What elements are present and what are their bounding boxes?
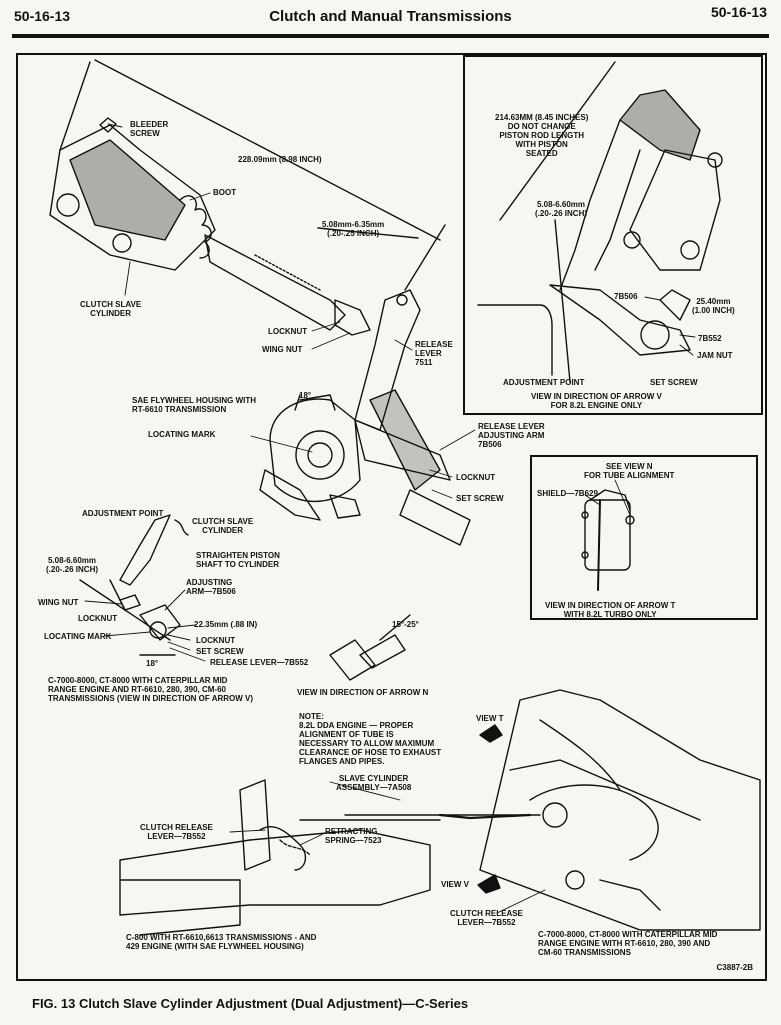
inset-view-v-drawing xyxy=(477,61,723,383)
inset-view-v-frame xyxy=(463,55,763,415)
label-straighten-piston: STRAIGHTEN PISTON SHAFT TO CYLINDER xyxy=(196,551,280,569)
release-lever-drawing xyxy=(259,289,471,546)
label-mid-set-screw: SET SCREW xyxy=(196,647,244,656)
label-part-7b506: 7B506 xyxy=(614,292,638,301)
header-rule xyxy=(12,34,769,38)
arrow-t-icon xyxy=(479,724,503,743)
view-n-drawing xyxy=(329,614,411,681)
label-jam-nut: JAM NUT xyxy=(697,351,733,360)
label-dimension-228: 228.09mm (8.98 INCH) xyxy=(238,155,322,164)
label-release-lever: RELEASE LEVER 7511 xyxy=(415,340,453,367)
label-set-screw: SET SCREW xyxy=(456,494,504,503)
label-adjusting-arm: RELEASE LEVER ADJUSTING ARM 7B506 xyxy=(478,422,545,449)
figure-code: C3887-2B xyxy=(716,963,753,972)
dimension-lines-main xyxy=(59,59,446,291)
label-clutch-slave-cylinder: CLUTCH SLAVE CYLINDER xyxy=(80,300,142,318)
label-mid-locknut-2: LOCKNUT xyxy=(196,636,236,645)
label-bleeder-screw: BLEEDER SCREW xyxy=(130,120,169,138)
bottom-right-caption: C-7000-8000, CT-8000 WITH CATERPILLAR MI… xyxy=(538,930,718,957)
label-inset-set-screw: SET SCREW xyxy=(650,378,698,387)
inset-view-t-drawing xyxy=(581,489,635,591)
label-locknut-2: LOCKNUT xyxy=(456,473,496,482)
inset-view-v-caption: VIEW IN DIRECTION OF ARROW V FOR 8.2L EN… xyxy=(531,392,662,410)
label-inset-dimension-508: 5.08-6.60mm (.20-.26 INCH) xyxy=(535,200,588,218)
middle-left-caption: C-7000-8000, CT-8000 WITH CATERPILLAR MI… xyxy=(48,676,254,703)
label-dimension-214: 214.63mm (8.45 INCHES) DO NOT CHANGE PIS… xyxy=(495,113,589,158)
label-shield: SHIELD—7B629 xyxy=(537,489,598,498)
inset-view-t-frame xyxy=(530,455,758,620)
arrow-v-icon xyxy=(477,874,501,894)
label-clutch-release-lever: CLUTCH RELEASE LEVER—7B552 xyxy=(140,823,213,841)
label-mid-adjusting-arm: ADJUSTING ARM—7B506 xyxy=(186,578,236,596)
label-mid-wing-nut: WING NUT xyxy=(38,598,79,607)
page-number-left: 50-16-13 xyxy=(14,8,71,24)
label-flywheel-housing: SAE FLYWHEEL HOUSING WITH RT-6610 TRANSM… xyxy=(132,396,257,414)
figure-caption: FIG. 13 Clutch Slave Cylinder Adjustment… xyxy=(32,996,469,1011)
middle-left-drawing xyxy=(79,514,189,656)
label-mid-angle-18: 18° xyxy=(146,659,159,668)
label-dimension-2540: 25.40mm (1.00 INCH) xyxy=(692,297,735,315)
label-view-v: VIEW V xyxy=(441,880,470,889)
label-slave-cylinder-assembly: SLAVE CYLINDER ASSEMBLY—7A508 xyxy=(336,774,412,792)
label-mid-clutch-slave-cylinder: CLUTCH SLAVE CYLINDER xyxy=(192,517,254,535)
label-mid-dimension-508: 5.08-6.60mm (.20-.26 INCH) xyxy=(46,556,99,574)
label-locknut: LOCKNUT xyxy=(268,327,308,336)
figure-frame xyxy=(16,53,767,981)
label-angle-18: 18° xyxy=(299,391,312,400)
label-view-t: VIEW T xyxy=(476,714,504,723)
label-angle-15-25: 15°-25° xyxy=(392,620,419,629)
label-mid-adjustment-point: ADJUSTMENT POINT xyxy=(82,509,164,518)
label-dimension-2235: 22.35mm (.88 IN) xyxy=(194,620,258,629)
bottom-left-caption: C-800 WITH RT-6610,6613 TRANSMISSIONS - … xyxy=(126,933,317,951)
bottom-right-drawing xyxy=(438,689,761,931)
label-see-view-n: SEE VIEW N FOR TUBE ALIGNMENT xyxy=(584,462,675,480)
label-part-7b552: 7B552 xyxy=(698,334,722,343)
slave-cylinder-drawing xyxy=(49,117,371,336)
label-mid-release-lever: RELEASE LEVER—7B552 xyxy=(210,658,309,667)
inset-view-t-caption: VIEW IN DIRECTION OF ARROW T WITH 8.2L T… xyxy=(545,601,676,619)
note-text: NOTE: 8.2L DDA ENGINE — PROPER ALIGNMENT… xyxy=(299,712,442,766)
label-clutch-release-lever-2: CLUTCH RELEASE LEVER—7B552 xyxy=(450,909,523,927)
label-adjustment-point: ADJUSTMENT POINT xyxy=(503,378,585,387)
page-number-right: 50-16-13 xyxy=(710,4,767,20)
view-n-caption: VIEW IN DIRECTION OF ARROW N xyxy=(297,688,429,697)
label-mid-locknut: LOCKNUT xyxy=(78,614,118,623)
label-retracting-spring: RETRACTING SPRING—7523 xyxy=(325,827,382,845)
label-dimension-508: 5.08mm-6.35mm (.20-.25 INCH) xyxy=(322,220,385,238)
label-locating-mark: LOCATING MARK xyxy=(148,430,216,439)
label-mid-locating-mark: LOCATING MARK xyxy=(44,632,112,641)
label-boot: BOOT xyxy=(213,188,237,197)
label-wing-nut: WING NUT xyxy=(262,345,303,354)
page-title: Clutch and Manual Transmissions xyxy=(269,8,512,25)
leader-lines xyxy=(84,123,696,914)
